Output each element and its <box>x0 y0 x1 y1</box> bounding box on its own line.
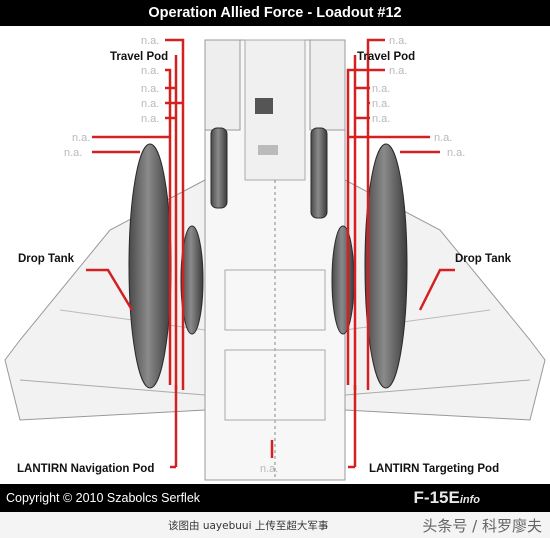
lantirn-navigation-pod <box>180 225 204 335</box>
copyright-text: Copyright © 2010 Szabolcs Serflek <box>6 491 201 505</box>
upload-caption: 该图由 uayebuui 上传至超大军事 <box>168 520 329 532</box>
right-travel-pod-label: Travel Pod <box>357 51 415 63</box>
left-travel-pod <box>210 127 228 209</box>
na-label: n.a. <box>141 98 159 110</box>
brand-main: F-15E <box>413 488 460 507</box>
na-label: n.a. <box>72 132 90 144</box>
caption-bar: 该图由 uayebuui 上传至超大军事 头条号 / 科罗廖夫 <box>0 512 550 538</box>
na-label: n.a. <box>141 83 159 95</box>
na-label: n.a. <box>447 147 465 159</box>
left-drop-tank-label: Drop Tank <box>18 253 75 265</box>
na-label: n.a. <box>389 35 407 47</box>
brand-suffix: info <box>459 494 480 506</box>
diagram-title: Operation Allied Force - Loadout #12 <box>0 0 550 26</box>
aircraft-drawing: Travel Pod Travel Pod Drop Tank Drop Tan… <box>4 35 546 481</box>
left-intake <box>204 39 241 131</box>
right-travel-pod <box>310 127 328 219</box>
na-label: n.a. <box>141 113 159 125</box>
footer-bar: Copyright © 2010 Szabolcs Serflek F-15Ei… <box>0 484 550 512</box>
na-label: n.a. <box>389 65 407 77</box>
na-label: n.a. <box>141 35 159 47</box>
targeting-pod-label: LANTIRN Targeting Pod <box>369 463 499 475</box>
navigation-pod-label: LANTIRN Navigation Pod <box>17 463 154 475</box>
lantirn-targeting-pod <box>331 225 355 335</box>
na-label: n.a. <box>434 132 452 144</box>
left-travel-pod-label: Travel Pod <box>110 51 168 63</box>
right-intake <box>309 39 346 131</box>
na-label: n.a. <box>141 65 159 77</box>
right-drop-tank <box>364 143 408 389</box>
brand-logo: F-15Einfo <box>414 484 480 514</box>
source-watermark: 头条号 / 科罗廖夫 <box>422 517 542 535</box>
na-label: n.a. <box>372 83 390 95</box>
na-label: n.a. <box>260 463 278 475</box>
na-label: n.a. <box>372 113 390 125</box>
na-label: n.a. <box>372 98 390 110</box>
right-drop-tank-label: Drop Tank <box>455 253 512 265</box>
na-label: n.a. <box>64 147 82 159</box>
left-drop-tank <box>128 143 172 389</box>
